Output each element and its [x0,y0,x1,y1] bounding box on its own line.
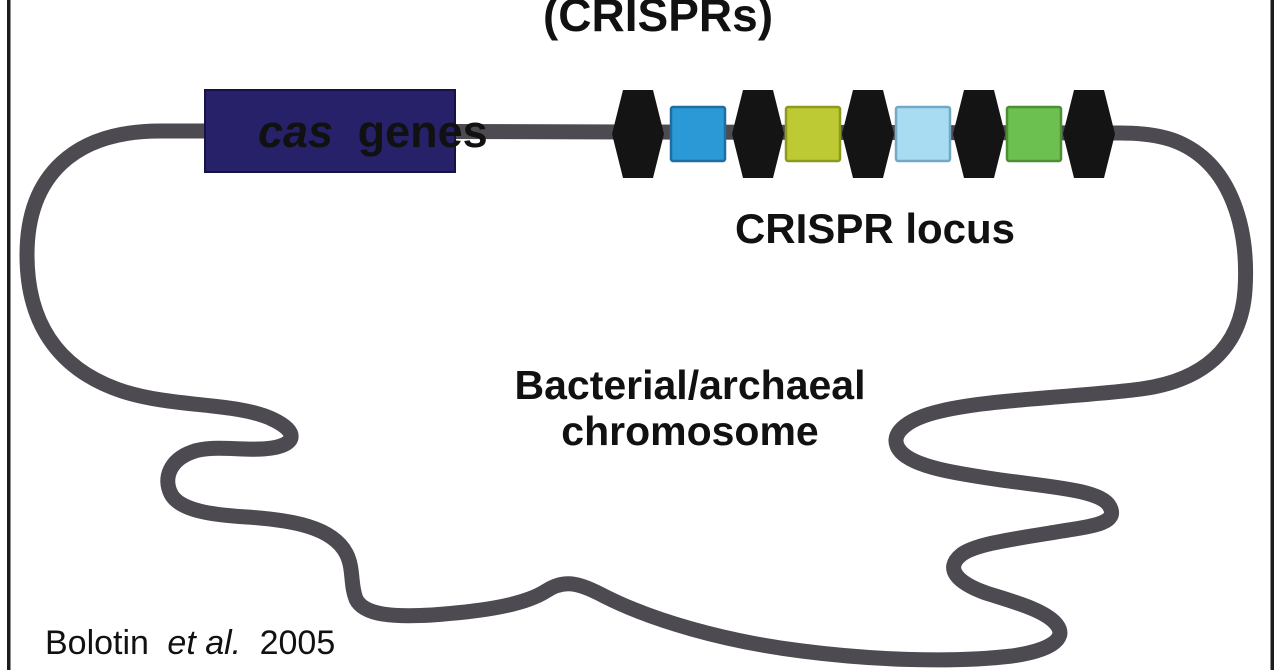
spacer-square-yellow-green [784,105,842,163]
chromosome-loop-path [19,123,1254,668]
figure-title: (CRISPRs) [543,0,773,41]
citation-year: 2005 [260,624,336,662]
crispr-locus-label: CRISPR locus [735,205,1015,252]
cas-genes-label-cas: cas [258,106,333,157]
repeat-hexagon-1 [612,90,664,178]
cas-genes-box [204,89,456,173]
frame-right-edge [1270,0,1274,670]
frame-left-edge [7,0,11,670]
repeat-hexagon-4 [953,90,1005,178]
citation-label: Bolotin et al. 2005 [45,624,335,662]
spacer-square-light-blue [894,105,952,163]
cas-genes-label-genes: genes [358,106,488,157]
repeat-hexagon-5 [1063,90,1115,178]
citation-author: Bolotin [45,624,149,662]
spacer-square-blue [669,105,727,163]
spacer-square-green [1005,105,1063,163]
cas-genes-label: cas genes [258,106,488,157]
chromosome-label-line2: chromosome [561,408,818,454]
citation-et-al: et al. [167,624,241,662]
repeat-hexagon-3 [842,90,894,178]
chromosome-label-line1: Bacterial/archaeal [514,362,865,408]
repeat-hexagon-2 [732,90,784,178]
